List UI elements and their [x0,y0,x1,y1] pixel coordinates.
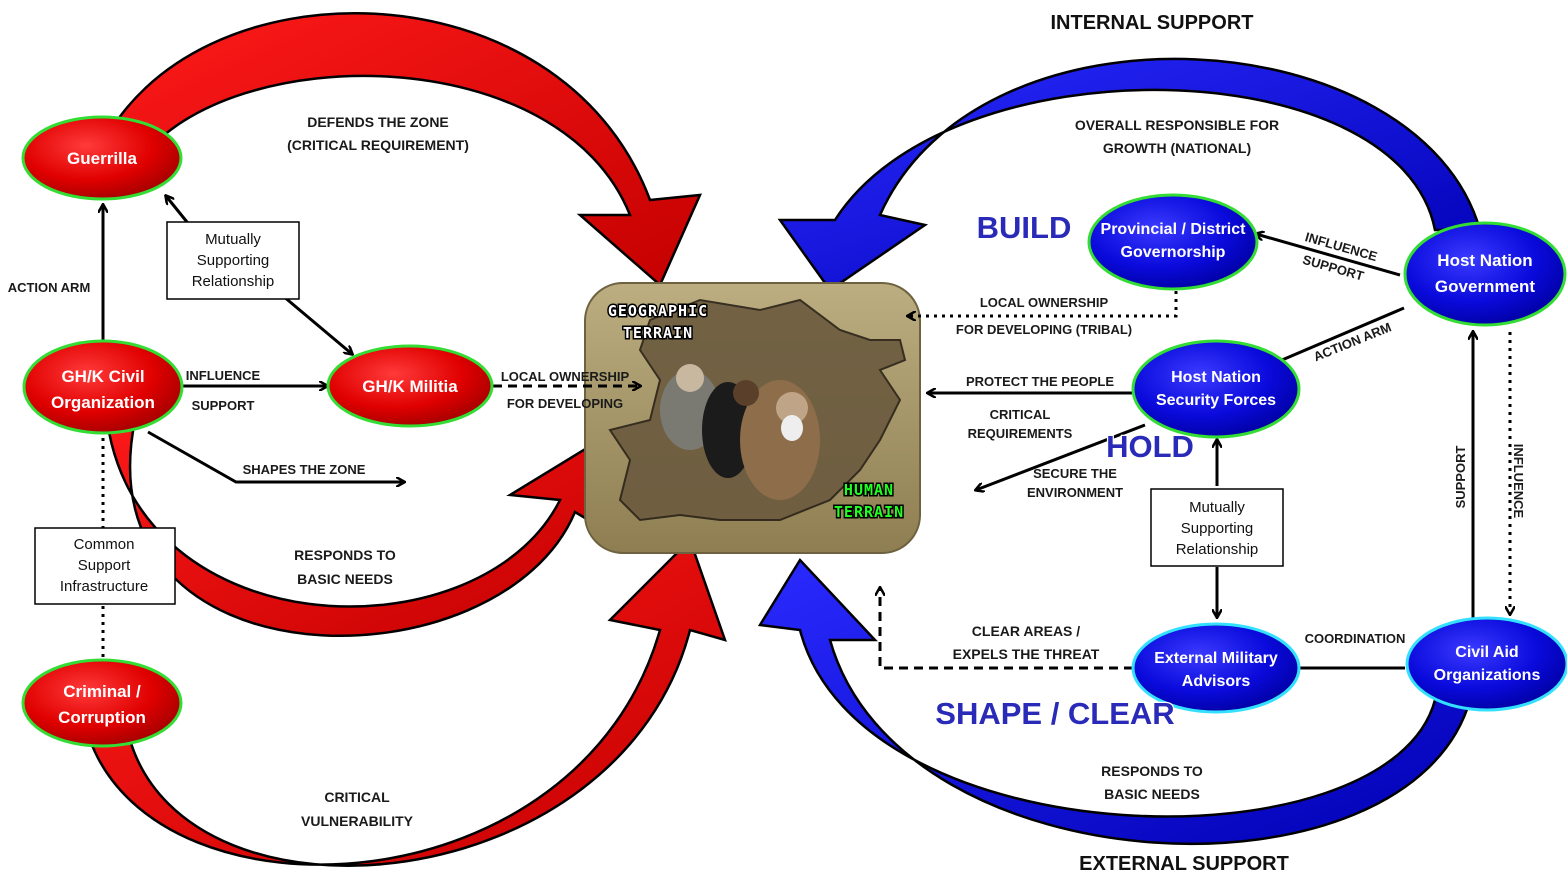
civil-aid-label-1: Civil Aid [1455,644,1518,661]
host-gov-label-1: Host Nation [1437,251,1532,270]
red-arc-top [98,12,703,288]
geographic-terrain-label-2: TERRAIN [623,324,693,342]
security-label-2: Security Forces [1156,392,1276,409]
geographic-terrain-label: GEOGRAPHIC [608,302,708,320]
shape-clear-phase-label: SHAPE / CLEAR [935,696,1174,731]
for-developing-tribal-label: FOR DEVELOPING (TRIBAL) [956,322,1132,337]
red-arc-bottom [88,537,727,867]
right-mutual-box: Mutually Supporting Relationship [1150,488,1284,567]
local-ownership-label-left: LOCAL OWNERSHIP [501,369,630,384]
left-mutual-line-3: Relationship [192,273,275,290]
right-connectors [880,234,1510,668]
responds-label-right: RESPONDS TO [1101,763,1203,779]
secure-environment-label: SECURE THE [1033,466,1117,481]
node-guerrilla[interactable]: Guerrilla [21,115,183,201]
civil-org-label-1: GH/K Civil [61,367,144,386]
node-civil-aid-organizations[interactable]: Civil Aid Organizations [1405,616,1567,712]
left-mutual-line-1: Mutually [205,231,261,248]
responds-label-left: RESPONDS TO [294,547,396,563]
critical-vulnerability-label-2: VULNERABILITY [301,813,414,829]
internal-support-heading: INTERNAL SUPPORT [1051,12,1254,34]
secure-environment-label-2: ENVIRONMENT [1027,485,1123,500]
shapes-zone-label: SHAPES THE ZONE [243,462,366,477]
right-mutual-line-3: Relationship [1176,541,1259,558]
influence-label-left: INFLUENCE [186,368,261,383]
external-support-heading: EXTERNAL SUPPORT [1079,853,1289,875]
left-mutual-box: Mutually Supporting Relationship [166,221,300,300]
overall-responsible-label: OVERALL RESPONSIBLE FOR [1075,117,1279,133]
protect-people-label: PROTECT THE PEOPLE [966,374,1114,389]
right-mutual-line-1: Mutually [1189,499,1245,516]
critical-vulnerability-label: CRITICAL [324,789,390,805]
clear-areas-label: CLEAR AREAS / [972,623,1080,639]
overall-responsible-label-2: GROWTH (NATIONAL) [1103,140,1251,156]
node-host-nation-government[interactable]: Host Nation Government [1403,221,1567,327]
people-photo [660,364,820,500]
common-line-1: Common [74,536,135,553]
support-label-left: SUPPORT [192,398,255,413]
terrain-panel: GEOGRAPHIC TERRAIN HUMAN TERRAIN [584,282,921,554]
common-line-2: Support [78,557,131,574]
guerrilla-label: Guerrilla [67,149,137,168]
critical-requirements-label-2: REQUIREMENTS [968,426,1073,441]
coordination-label: COORDINATION [1305,631,1406,646]
common-support-box: Common Support Infrastructure [34,527,176,605]
provincial-label-2: Governorship [1121,244,1226,261]
node-criminal-corruption[interactable]: Criminal / Corruption [21,658,183,748]
critical-requirements-label: CRITICAL [990,407,1051,422]
advisors-label-2: Advisors [1182,673,1251,690]
left-mutual-line-2: Supporting [197,252,270,269]
red-arc-middle [103,397,607,637]
civil-aid-label-2: Organizations [1434,667,1541,684]
node-security-forces[interactable]: Host Nation Security Forces [1131,339,1301,439]
node-external-military-advisors[interactable]: External Military Advisors [1131,622,1301,714]
right-mutual-line-2: Supporting [1181,520,1254,537]
blue-arc-bottom [757,557,1472,845]
common-line-3: Infrastructure [60,578,148,595]
influence-vertical-label: INFLUENCE [1511,444,1526,519]
build-phase-label: BUILD [977,210,1072,245]
advisors-label-1: External Military [1154,650,1278,667]
for-developing-label-left: FOR DEVELOPING [507,396,623,411]
militia-label: GH/K Militia [362,377,458,396]
node-militia[interactable]: GH/K Militia [326,344,494,428]
node-provincial-governorship[interactable]: Provincial / District Governorship [1087,193,1259,291]
local-ownership-label-right: LOCAL OWNERSHIP [980,295,1109,310]
hold-phase-label: HOLD [1106,429,1194,464]
security-label-1: Host Nation [1171,369,1261,386]
node-civil-organization[interactable]: GH/K Civil Organization [22,339,184,435]
provincial-label-1: Provincial / District [1101,221,1247,238]
defends-zone-label-2: (CRITICAL REQUIREMENT) [287,137,469,153]
support-vertical-label: SUPPORT [1453,446,1468,509]
criminal-label-2: Corruption [58,708,146,727]
host-gov-label-2: Government [1435,277,1535,296]
civil-org-label-2: Organization [51,393,155,412]
responds-label-right-2: BASIC NEEDS [1104,786,1200,802]
responds-label-left-2: BASIC NEEDS [297,571,393,587]
human-terrain-label-2: TERRAIN [834,503,904,521]
criminal-label-1: Criminal / [63,682,141,701]
defends-zone-label: DEFENDS THE ZONE [307,114,449,130]
human-terrain-label: HUMAN [844,481,894,499]
action-arm-label-left: ACTION ARM [8,280,91,295]
clear-areas-label-2: EXPELS THE THREAT [953,646,1100,662]
